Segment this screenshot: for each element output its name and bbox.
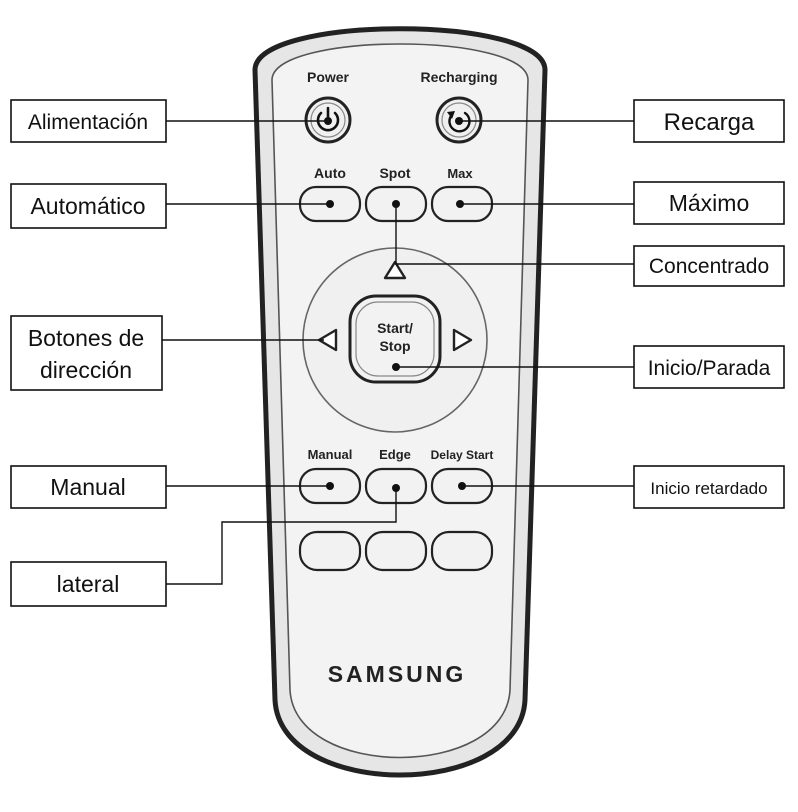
dot-start-stop bbox=[392, 363, 400, 371]
edge-label: Edge bbox=[379, 447, 411, 462]
max-label: Max bbox=[447, 166, 473, 181]
start-stop-label-line2: Stop bbox=[379, 338, 410, 354]
dot-power bbox=[324, 117, 332, 125]
svg-text:Automático: Automático bbox=[30, 193, 145, 219]
svg-text:Recarga: Recarga bbox=[664, 109, 755, 136]
svg-text:dirección: dirección bbox=[40, 357, 132, 383]
dot-delay-start bbox=[458, 482, 466, 490]
blank-button-3[interactable] bbox=[430, 530, 494, 572]
leader-lines bbox=[162, 120, 634, 585]
svg-text:Manual: Manual bbox=[50, 474, 125, 500]
manual-label: Manual bbox=[308, 447, 353, 462]
start-stop-button[interactable]: Start/ Stop bbox=[348, 294, 442, 384]
callout-botones-direccion: Botones de dirección bbox=[10, 315, 163, 391]
power-label: Power bbox=[307, 69, 350, 85]
arrow-left-icon bbox=[317, 328, 338, 352]
arrow-right-icon bbox=[452, 328, 473, 352]
recharge-icon bbox=[447, 111, 471, 133]
callout-manual: Manual bbox=[10, 465, 167, 509]
dot-max bbox=[456, 200, 464, 208]
brand-logo: SAMSUNG bbox=[328, 661, 467, 687]
callout-maximo: Máximo bbox=[633, 181, 785, 225]
direction-right-button[interactable] bbox=[452, 328, 473, 352]
direction-up-button[interactable] bbox=[383, 260, 407, 280]
svg-text:Máximo: Máximo bbox=[669, 190, 750, 216]
spot-label: Spot bbox=[379, 165, 410, 181]
blank-button-2[interactable] bbox=[364, 530, 428, 572]
callout-alimentacion: Alimentación bbox=[10, 99, 167, 143]
svg-text:Botones de: Botones de bbox=[28, 325, 144, 351]
callout-recarga: Recarga bbox=[633, 99, 785, 143]
auto-label: Auto bbox=[314, 165, 346, 181]
arrow-up-icon bbox=[383, 260, 407, 280]
svg-text:lateral: lateral bbox=[57, 571, 120, 597]
blank-button-1[interactable] bbox=[298, 530, 362, 572]
svg-text:Concentrado: Concentrado bbox=[649, 255, 769, 278]
dot-spot bbox=[392, 200, 400, 208]
callout-lateral: lateral bbox=[10, 561, 167, 607]
svg-text:Inicio retardado: Inicio retardado bbox=[650, 479, 767, 498]
svg-text:Inicio/Parada: Inicio/Parada bbox=[648, 357, 771, 380]
recharging-label: Recharging bbox=[420, 69, 497, 85]
start-stop-label-line1: Start/ bbox=[377, 320, 413, 336]
dot-edge bbox=[392, 484, 400, 492]
dot-auto bbox=[326, 200, 334, 208]
dot-recharging bbox=[455, 117, 463, 125]
svg-text:Alimentación: Alimentación bbox=[28, 111, 148, 134]
callout-concentrado: Concentrado bbox=[633, 245, 785, 287]
direction-left-button[interactable] bbox=[317, 328, 338, 352]
dot-manual bbox=[326, 482, 334, 490]
delay-start-label: Delay Start bbox=[431, 448, 494, 462]
callout-automatico: Automático bbox=[10, 183, 167, 229]
callout-inicio-parada: Inicio/Parada bbox=[633, 345, 785, 389]
callout-inicio-retardado: Inicio retardado bbox=[633, 465, 785, 509]
